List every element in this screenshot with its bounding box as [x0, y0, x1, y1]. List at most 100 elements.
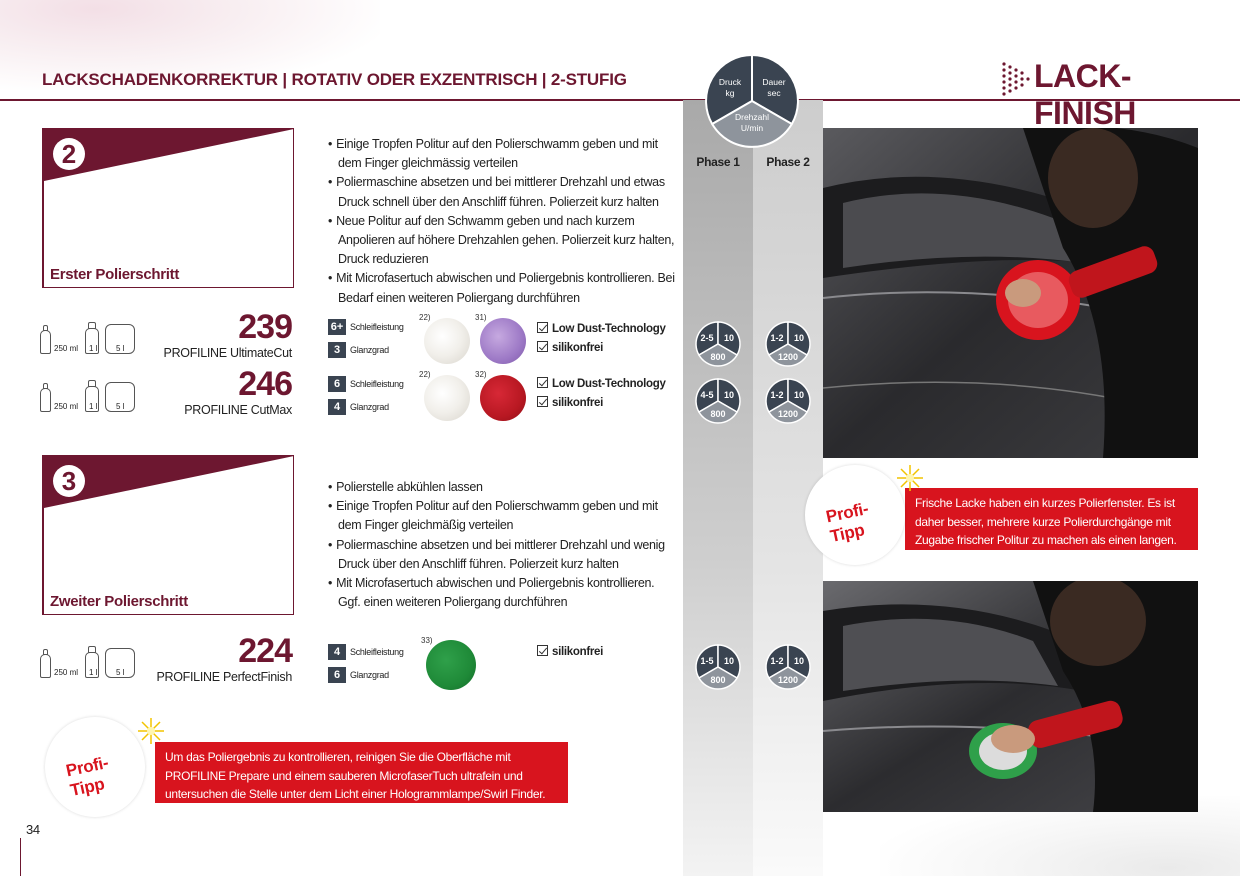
wool-pad-image [424, 375, 470, 421]
phase1-band [683, 100, 753, 876]
brand-title: LACK-FINISH [1034, 58, 1136, 131]
gloss-value: 6 [328, 667, 346, 683]
pad-reference: 33) [421, 636, 433, 645]
dial-speed: 1200 [778, 409, 798, 419]
gloss-value: 4 [328, 399, 346, 415]
green-pad-image [426, 640, 476, 690]
dial-duration: 10 [794, 390, 804, 400]
dial-duration: 10 [724, 333, 734, 343]
dial-speed: 800 [710, 409, 725, 419]
canister-icon [105, 324, 135, 354]
instruction-item: Mit Microfasertuch abwischen und Polierg… [326, 269, 676, 307]
instruction-item: Mit Microfasertuch abwischen und Polierg… [326, 574, 676, 612]
checkbox-icon [537, 322, 548, 333]
phase2-dial-246: 1-2 10 1200 [765, 378, 811, 424]
sparkle-icon [897, 465, 923, 491]
checkbox-icon [537, 396, 548, 407]
product-name: PROFILINE UltimateCut [163, 346, 293, 360]
size-medium: 1 l [89, 344, 98, 353]
step-title: Zweiter Polierschritt [50, 593, 188, 610]
dial-duration: 10 [794, 333, 804, 343]
dial-pressure: 1-5 [700, 656, 713, 666]
instruction-item: Einige Tropfen Politur auf den Poliersch… [326, 497, 676, 535]
legend-duration-line2: sec [767, 88, 781, 98]
feature-item: silikonfrei [537, 341, 603, 354]
polishing-photo-top [823, 128, 1198, 458]
product-number: 239 [238, 308, 293, 346]
wool-pad-image [424, 318, 470, 364]
polishing-photo-bottom [823, 581, 1198, 812]
canister-icon [105, 648, 135, 678]
dial-pressure: 2-5 [700, 333, 713, 343]
phase2-label: Phase 2 [766, 155, 810, 169]
cut-rating: 6+Schleifleistung [328, 319, 404, 335]
size-large: 5 l [116, 344, 125, 353]
background-splash [0, 0, 380, 90]
phase1-label: Phase 1 [696, 155, 740, 169]
step-number: 2 [53, 138, 85, 170]
product-number: 246 [238, 365, 293, 403]
brand-logo: LACK-FINISH [1000, 58, 1200, 131]
feature-item: Low Dust-Technology [537, 322, 666, 335]
bottle-sizes: 250 ml 1 l 5 l [38, 322, 138, 356]
gloss-value: 3 [328, 342, 346, 358]
legend-pressure-line1: Druck [719, 77, 742, 87]
cut-value: 6+ [328, 319, 346, 335]
feature-item: silikonfrei [537, 645, 603, 658]
legend-duration-line1: Dauer [762, 77, 785, 87]
car-polishing-image [823, 581, 1198, 812]
instruction-item: Neue Politur auf den Schwamm geben und n… [326, 212, 676, 270]
legend-speed-line1: Drehzahl [735, 112, 769, 122]
checkbox-icon [537, 341, 548, 352]
pad-reference: 32) [475, 370, 487, 379]
phase1-dial-224: 1-5 10 800 [695, 644, 741, 690]
tip-badge [45, 717, 145, 817]
checkbox-icon [537, 645, 548, 656]
step-banner [44, 456, 294, 508]
red-pad-image [480, 375, 526, 421]
canister-icon [105, 382, 135, 412]
product-name: PROFILINE PerfectFinish [156, 670, 292, 684]
step-3-box: 3 Zweiter Polierschritt [42, 455, 294, 615]
pad-reference: 22) [419, 370, 431, 379]
bottle-sizes: 250 ml 1 l 5 l [38, 380, 138, 414]
size-small: 250 ml [54, 344, 79, 353]
purple-pad-image [480, 318, 526, 364]
dial-duration: 10 [724, 390, 734, 400]
checkbox-icon [537, 377, 548, 388]
tip-badge [805, 465, 905, 565]
tip-text: Frische Lacke haben ein kurzes Polierfen… [905, 488, 1198, 550]
step-title: Erster Polierschritt [50, 266, 180, 283]
size-large: 5 l [116, 402, 125, 411]
step-2-instructions: Einige Tropfen Politur auf den Poliersch… [326, 135, 676, 308]
feature-item: Low Dust-Technology [537, 377, 666, 390]
dial-pressure: 1-2 [770, 390, 783, 400]
dial-speed: 800 [710, 675, 725, 685]
chevron-dots-icon [1002, 62, 1030, 96]
feature-item: silikonfrei [537, 396, 603, 409]
dial-duration: 10 [794, 656, 804, 666]
instruction-item: Einige Tropfen Politur auf den Poliersch… [326, 135, 676, 173]
instruction-item: Poliermaschine absetzen und bei mittlere… [326, 536, 676, 574]
size-medium: 1 l [89, 402, 98, 411]
legend-speed-line2: U/min [741, 123, 763, 133]
step-3-instructions: Polierstelle abkühlen lassen Einige Trop… [326, 478, 676, 612]
header-divider [0, 99, 1240, 101]
dial-duration: 10 [724, 656, 734, 666]
dial-pressure: 1-2 [770, 333, 783, 343]
size-small: 250 ml [54, 402, 79, 411]
cut-value: 4 [328, 644, 346, 660]
legend-pressure-line2: kg [726, 88, 735, 98]
tip-text: Um das Poliergebnis zu kontrollieren, re… [155, 742, 568, 803]
product-number: 224 [238, 632, 293, 670]
product-name: PROFILINE CutMax [184, 403, 292, 417]
step-2-box: 2 Erster Polierschritt [42, 128, 294, 288]
